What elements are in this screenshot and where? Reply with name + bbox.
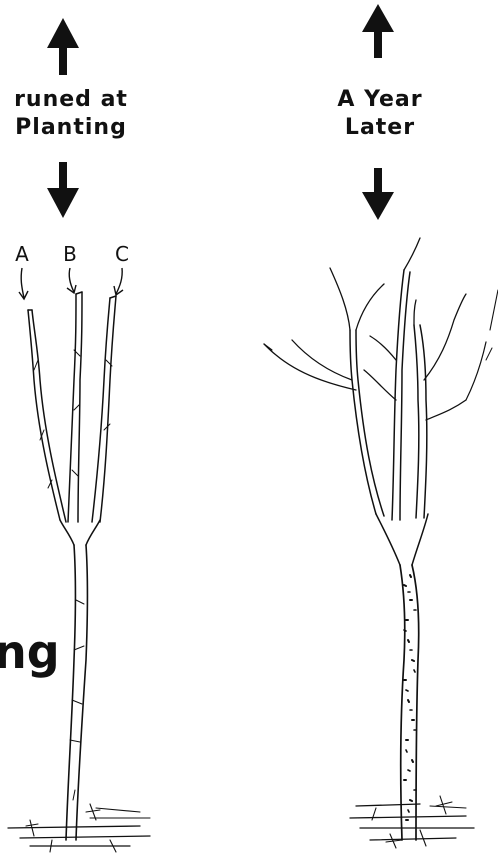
branch-marker-c: C <box>110 244 134 264</box>
left-caption-line1: runed at <box>0 86 156 114</box>
left-down-arrow-icon <box>47 162 79 218</box>
left-caption: runed at Planting <box>0 86 156 142</box>
marker-b-pointer-icon <box>67 268 76 293</box>
right-caption: A Year Later <box>305 86 455 142</box>
right-caption-line2: Later <box>305 114 455 142</box>
right-caption-line1: A Year <box>305 86 455 114</box>
right-up-arrow-icon <box>362 4 394 58</box>
left-caption-line2: Planting <box>0 114 156 142</box>
grown-tree-drawing <box>264 238 498 848</box>
right-down-arrow-icon <box>362 168 394 220</box>
marker-a-pointer-icon <box>19 268 28 299</box>
pruned-tree-drawing <box>8 292 150 852</box>
left-up-arrow-icon <box>47 18 79 75</box>
branch-marker-b: B <box>58 244 82 264</box>
cut-off-heading-fragment: ng <box>0 624 60 680</box>
branch-marker-a: A <box>10 244 34 264</box>
marker-c-pointer-icon <box>114 268 123 295</box>
